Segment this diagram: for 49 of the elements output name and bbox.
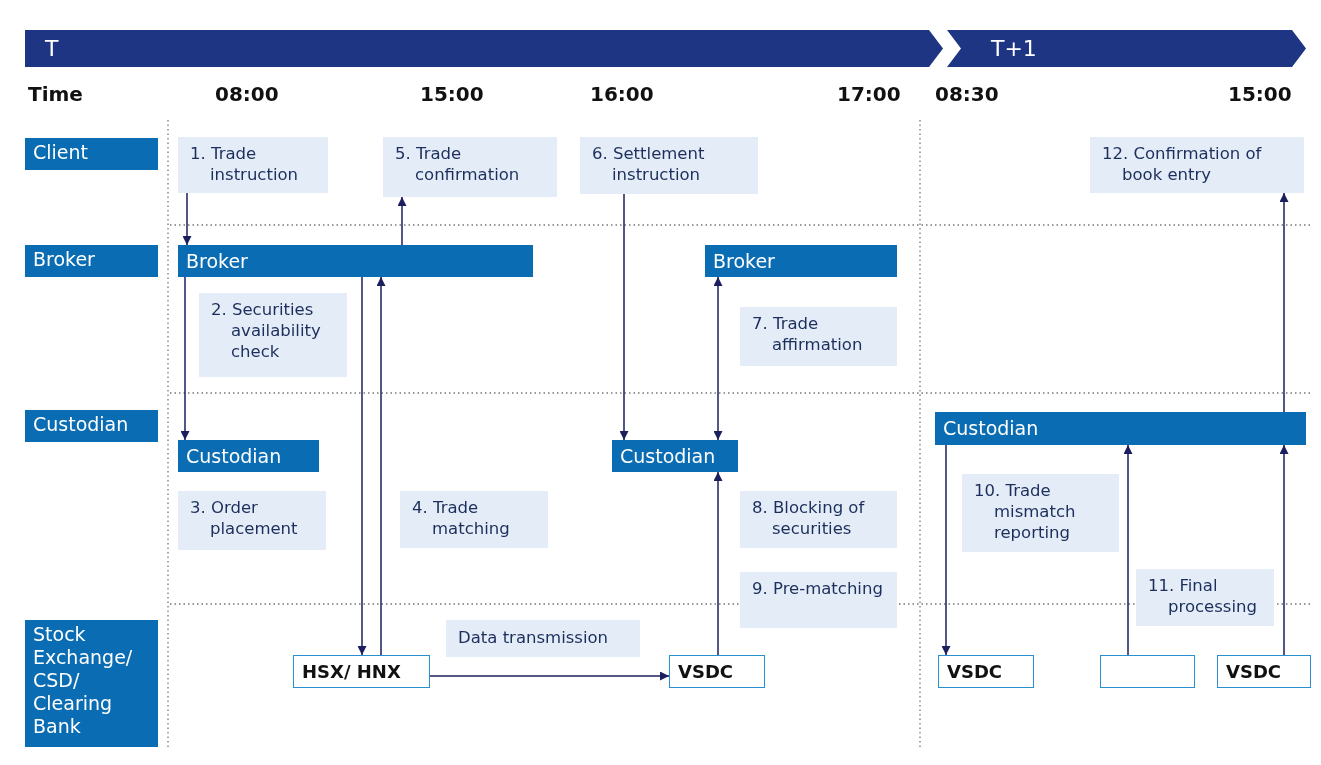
- lane-header: Custodian: [25, 410, 158, 442]
- step-box: 2. Securities availability check: [199, 293, 347, 377]
- time-label: 15:00: [420, 82, 484, 106]
- time-label: 15:00: [1228, 82, 1292, 106]
- institution-box: [1100, 655, 1195, 688]
- step-box: 1. Trade instruction: [178, 137, 328, 193]
- arrow: [713, 471, 723, 656]
- institution-box: VSDC: [938, 655, 1034, 688]
- step-box: 10. Trade mismatch reporting: [962, 474, 1119, 552]
- step-box: 5. Trade confirmation: [383, 137, 557, 197]
- edge-label: Data transmission: [446, 620, 640, 657]
- step-box: 9. Pre-matching: [740, 572, 897, 628]
- step-box: 8. Blocking of securities: [740, 491, 897, 548]
- participant-bar: Custodian: [178, 440, 319, 472]
- arrow: [397, 196, 407, 246]
- participant-bar: Broker: [705, 245, 897, 277]
- participant-bar: Custodian: [935, 412, 1306, 445]
- arrow: [376, 276, 386, 656]
- step-box: 4. Trade matching: [400, 491, 548, 548]
- time-label: 08:30: [935, 82, 999, 106]
- arrow: [619, 193, 629, 441]
- period-chevron: T: [25, 30, 943, 67]
- step-box: 12. Confirmation of book entry: [1090, 137, 1304, 193]
- arrow: [941, 444, 951, 656]
- time-label: 08:00: [215, 82, 279, 106]
- arrow: [429, 671, 670, 681]
- time-label: 17:00: [837, 82, 901, 106]
- arrow: [1123, 444, 1133, 656]
- participant-bar: Broker: [178, 245, 533, 277]
- institution-box: VSDC: [1217, 655, 1311, 688]
- arrow: [713, 276, 723, 441]
- axis-title: Time: [28, 82, 83, 106]
- arrow: [357, 276, 367, 656]
- institution-box: VSDC: [669, 655, 765, 688]
- arrow: [1279, 192, 1289, 413]
- step-box: 3. Order placement: [178, 491, 326, 550]
- lane-header: Broker: [25, 245, 158, 277]
- step-box: 6. Settlement instruction: [580, 137, 758, 194]
- arrow: [1279, 444, 1289, 656]
- institution-box: HSX/ HNX: [293, 655, 430, 688]
- arrow: [182, 192, 192, 246]
- period-chevron: T+1: [947, 30, 1306, 67]
- participant-bar: Custodian: [612, 440, 738, 472]
- step-box: 7. Trade affirmation: [740, 307, 897, 366]
- lane-header: Client: [25, 138, 158, 170]
- lane-header: Stock Exchange/ CSD/ Clearing Bank: [25, 620, 158, 747]
- step-box: 11. Final processing: [1136, 569, 1274, 626]
- arrow: [180, 276, 190, 441]
- time-label: 16:00: [590, 82, 654, 106]
